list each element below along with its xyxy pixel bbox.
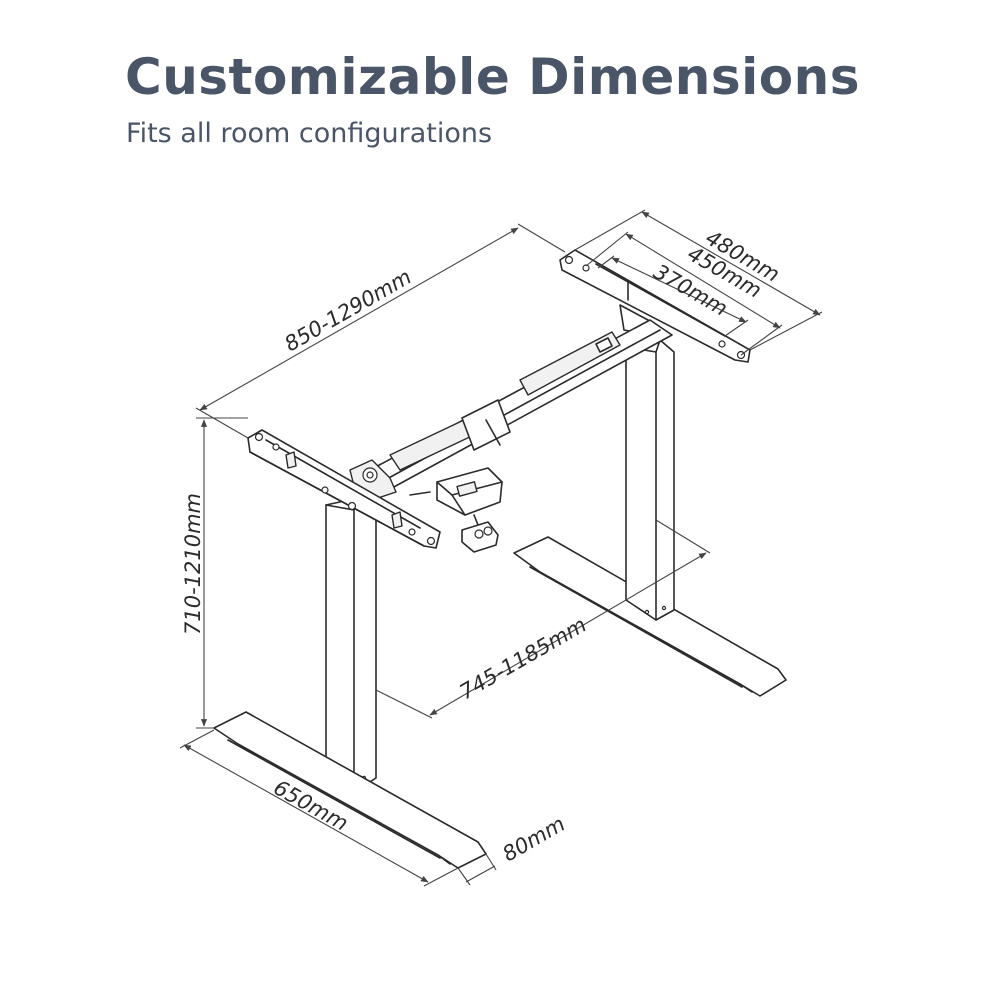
left-bracket (247, 429, 441, 549)
dim-height: 710-1210mm (181, 417, 248, 729)
crossbar (349, 319, 673, 501)
dim-foot-width-label: 80mm (499, 812, 570, 867)
right-leg (625, 339, 675, 621)
control-box (409, 467, 503, 553)
dim-foot-span-label: 745-1185mm (456, 613, 591, 705)
dim-width-label: 850-1290mm (281, 265, 416, 357)
page-title: Customizable Dimensions (125, 48, 860, 106)
page-subtitle: Fits all room configurations (126, 118, 493, 149)
dim-height-label: 710-1210mm (181, 493, 205, 635)
left-leg (325, 497, 377, 793)
